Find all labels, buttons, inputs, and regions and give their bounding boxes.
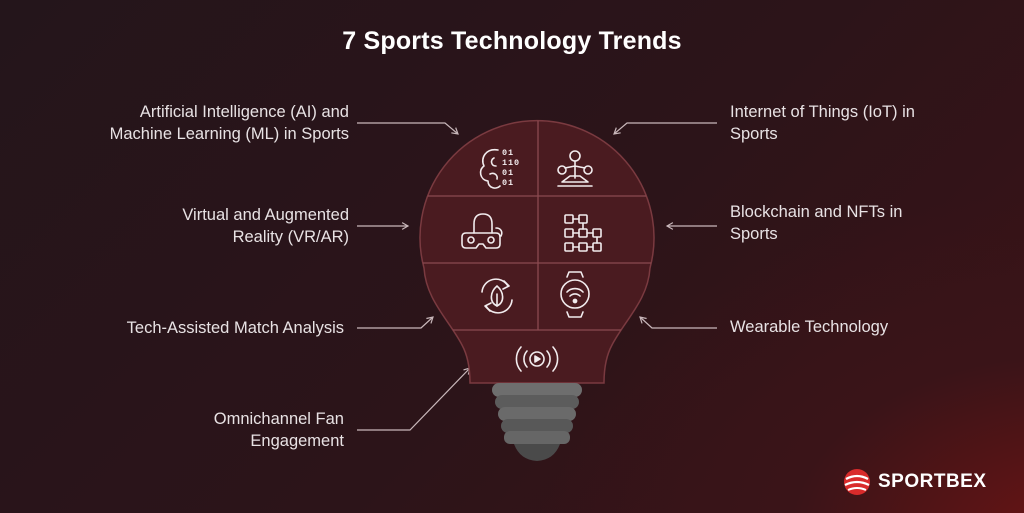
label-iot-line2: Sports <box>730 125 778 143</box>
sportbex-logo-text: SPORTBEX <box>878 471 987 492</box>
label-vr: Virtual and Augmented Reality (VR/AR) <box>182 204 349 248</box>
connector-ai <box>357 122 459 135</box>
svg-text:0: 0 <box>514 158 519 168</box>
connector-iot <box>613 122 717 135</box>
label-vr-line1: Virtual and Augmented <box>182 206 349 224</box>
label-match: Tech-Assisted Match Analysis <box>127 317 344 339</box>
svg-text:1: 1 <box>508 178 513 188</box>
label-iot: Internet of Things (IoT) in Sports <box>730 101 915 145</box>
svg-text:0: 0 <box>502 178 507 188</box>
label-wearable-line1: Wearable Technology <box>730 318 889 336</box>
label-ai-line2: Machine Learning (ML) in Sports <box>109 125 349 143</box>
label-blockchain-line1: Blockchain and NFTs in <box>730 203 903 221</box>
svg-text:0: 0 <box>502 168 507 178</box>
connector-match <box>357 316 434 329</box>
connector-lines <box>357 122 717 431</box>
sportbex-logo: SPORTBEX <box>842 466 987 498</box>
analysis-cycle-icon <box>481 278 513 314</box>
label-fan-line1: Omnichannel Fan <box>213 410 344 428</box>
connector-fan <box>357 367 471 431</box>
label-blockchain-line2: Sports <box>730 225 778 243</box>
smartwatch-icon <box>560 271 590 318</box>
svg-text:0: 0 <box>502 148 507 158</box>
label-vr-line2: Reality (VR/AR) <box>232 228 349 246</box>
blockchain-blocks-icon <box>564 214 602 252</box>
connector-wearable <box>639 316 717 329</box>
label-blockchain: Blockchain and NFTs in Sports <box>730 201 902 245</box>
label-fan: Omnichannel Fan Engagement <box>214 408 344 452</box>
svg-text:1: 1 <box>502 158 507 168</box>
svg-text:1: 1 <box>508 158 513 168</box>
label-ai-line1: Artificial Intelligence (AI) and <box>139 103 349 121</box>
vr-headset-icon <box>461 213 503 249</box>
label-wearable: Wearable Technology <box>730 316 888 338</box>
label-fan-line2: Engagement <box>250 432 344 450</box>
svg-text:1: 1 <box>508 168 513 178</box>
svg-text:1: 1 <box>508 148 513 158</box>
page-title: 7 Sports Technology Trends <box>342 27 682 55</box>
network-hub-icon <box>557 150 593 187</box>
label-ai: Artificial Intelligence (AI) and Machine… <box>110 101 349 145</box>
broadcast-play-icon <box>515 346 559 372</box>
sportbex-ball-icon <box>844 469 870 495</box>
label-match-line1: Tech-Assisted Match Analysis <box>126 319 344 337</box>
bulb-base <box>492 383 582 461</box>
label-iot-line1: Internet of Things (IoT) in <box>730 103 915 121</box>
bulb-glass <box>419 119 655 384</box>
